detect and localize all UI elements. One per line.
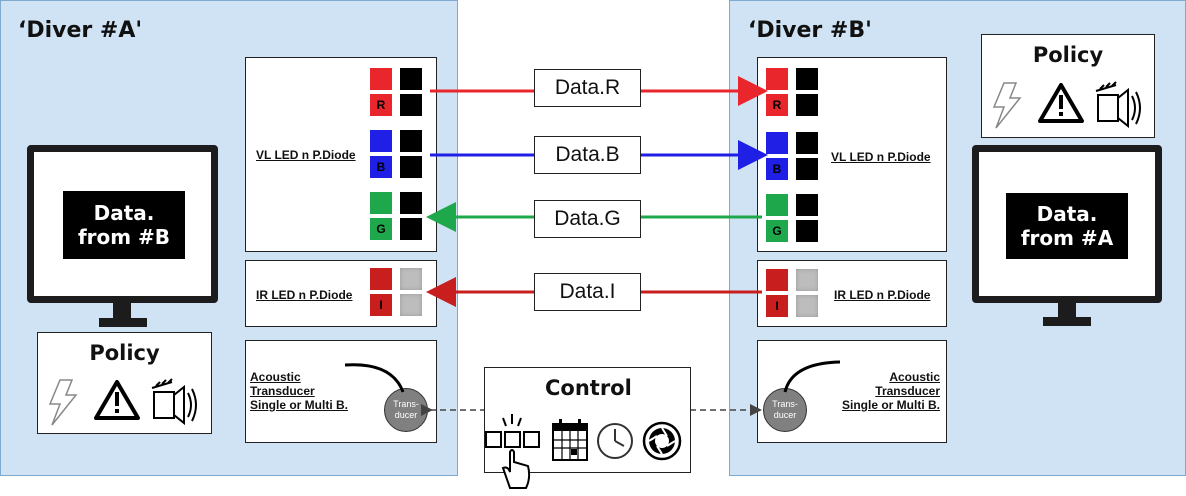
acoustic-line-1: Acoustic (250, 370, 301, 384)
diver-a-monitor-text: Data.from #B (63, 191, 185, 259)
diver-b-ir-label: IR LED n P.Diode (834, 288, 931, 302)
ir-photodiode (400, 268, 422, 290)
blue-led (370, 130, 392, 152)
aperture-icon (642, 421, 682, 461)
acoustic-line-2: Transducer (875, 384, 940, 398)
green-photodiode (400, 192, 422, 214)
data-g-label: Data.G (534, 200, 641, 238)
blue-led (766, 132, 788, 154)
diver-a-ir-label: IR LED n P.Diode (256, 288, 353, 302)
ir-led-label: I (370, 294, 392, 316)
blue-photodiode-2 (400, 156, 422, 178)
warning-icon (1038, 83, 1084, 123)
red-led-label: R (370, 94, 392, 116)
blue-photodiode (400, 130, 422, 152)
policy-title: Policy (89, 341, 160, 365)
diver-b-title: ‘Diver #B' (748, 18, 872, 43)
green-led-label: G (370, 218, 392, 240)
control-title: Control (545, 376, 632, 400)
speaker-icon (1095, 81, 1141, 129)
blue-photodiode-2 (796, 158, 818, 180)
button-press-icon (485, 414, 540, 489)
red-photodiode (796, 68, 818, 90)
calendar-icon (552, 419, 588, 461)
transducer-line-1: Trans- (393, 399, 419, 409)
green-photodiode (796, 194, 818, 216)
diver-a-ir-box: I IR LED n P.Diode (245, 260, 437, 327)
blue-led-label: B (370, 156, 392, 178)
acoustic-line-1: Acoustic (889, 370, 940, 384)
red-photodiode (400, 68, 422, 90)
acoustic-line-3: Single or Multi B. (250, 398, 348, 412)
diver-b-ir-box: I IR LED n P.Diode (757, 260, 947, 327)
blue-photodiode (796, 132, 818, 154)
ir-led (766, 269, 788, 291)
transducer-line-2: ducer (394, 410, 418, 420)
acoustic-line-3: Single or Multi B. (842, 398, 940, 412)
diver-a-transducer-cable (344, 363, 405, 393)
green-photodiode-2 (400, 218, 422, 240)
speaker-icon (151, 378, 197, 426)
acoustic-line-2: Transducer (250, 384, 315, 398)
diver-a-transducer: Trans-ducer (384, 388, 428, 432)
red-photodiode-2 (400, 94, 422, 116)
data-r-label: Data.R (534, 69, 641, 107)
green-led-label: G (766, 220, 788, 242)
ir-photodiode-2 (796, 295, 818, 317)
diver-a-title: ‘Diver #A' (18, 18, 143, 43)
monitor-line-1: Data. (93, 201, 155, 225)
diver-a-vl-label: VL LED n P.Diode (256, 148, 356, 162)
diver-b-monitor-text: Data.from #A (1006, 193, 1128, 259)
data-i-label: Data.I (534, 273, 641, 311)
lightning-icon (992, 82, 1022, 129)
monitor-line-2: from #B (77, 225, 171, 249)
blue-led-label: B (766, 158, 788, 180)
warning-icon (94, 380, 140, 420)
red-led (370, 68, 392, 90)
red-photodiode-2 (796, 94, 818, 116)
red-led (766, 68, 788, 90)
diver-a-vl-box: R B G VL LED n P.Diode (245, 57, 437, 252)
monitor-line-2: from #A (1020, 226, 1114, 250)
green-photodiode-2 (796, 220, 818, 242)
ir-photodiode (796, 269, 818, 291)
clock-icon (597, 423, 633, 459)
diver-b-vl-label: VL LED n P.Diode (831, 150, 931, 164)
ir-led-label: I (766, 295, 788, 317)
green-led (370, 192, 392, 214)
ir-photodiode-2 (400, 294, 422, 316)
red-led-label: R (766, 94, 788, 116)
green-led (766, 194, 788, 216)
monitor-line-1: Data. (1036, 202, 1098, 226)
data-b-label: Data.B (534, 136, 641, 174)
policy-title: Policy (1032, 43, 1104, 67)
diver-b-transducer-cable (783, 360, 841, 393)
ir-led (370, 268, 392, 290)
diver-b-vl-box: R B G VL LED n P.Diode (757, 57, 947, 252)
diver-b-transducer: Trans-ducer (763, 388, 807, 432)
lightning-icon (48, 379, 78, 426)
transducer-line-1: Trans- (772, 399, 798, 409)
transducer-line-2: ducer (773, 410, 797, 420)
